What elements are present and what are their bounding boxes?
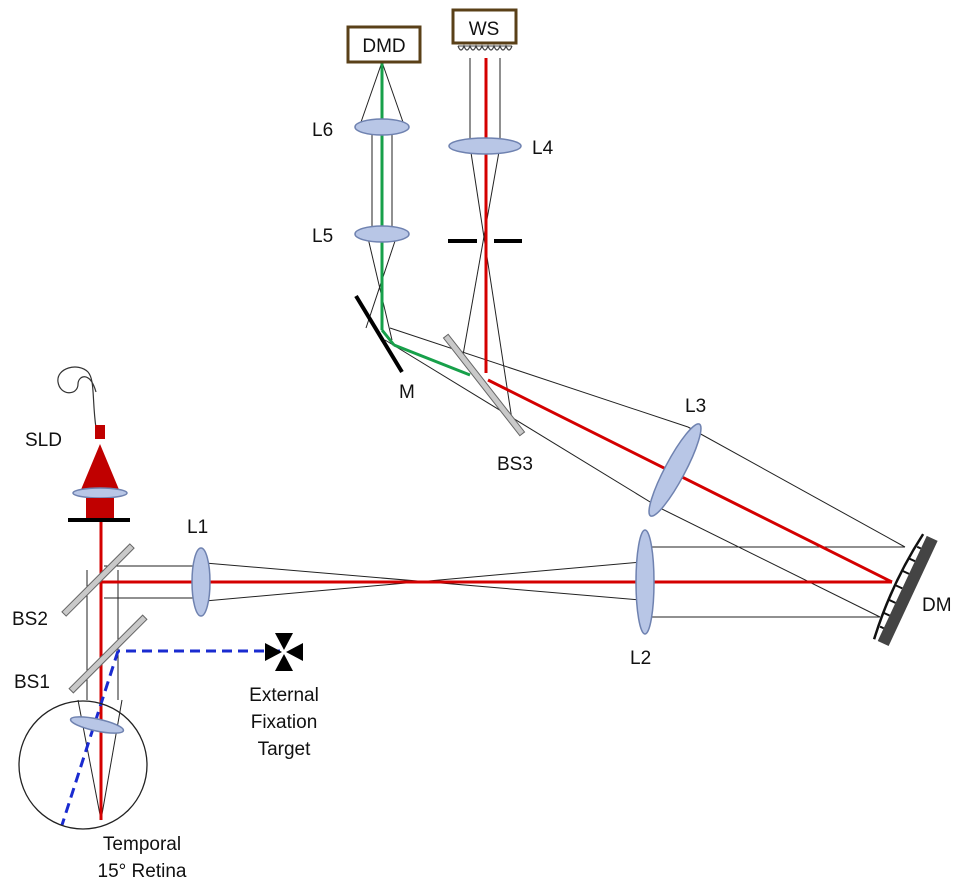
dm-actuator — [887, 598, 896, 604]
sld-fiber-tip — [95, 425, 105, 439]
deformable-mirror — [872, 533, 938, 647]
sld-source — [57, 366, 130, 522]
target-label-line3: Target — [258, 739, 312, 760]
lens-l2 — [635, 529, 655, 635]
l6-dmd-left — [359, 61, 383, 126]
lens-l3 — [648, 423, 702, 517]
dm-actuator — [901, 569, 910, 575]
eye — [18, 700, 148, 830]
ws-box — [451, 8, 518, 45]
ws-lenslet-array — [457, 44, 513, 51]
label-bs2: BS2 — [12, 609, 48, 630]
mirror-m — [354, 294, 404, 374]
sld-collimator-lens — [72, 487, 128, 499]
m-l5-b — [367, 237, 393, 341]
bs2-splitter — [61, 543, 135, 617]
cross-arm-right — [286, 643, 303, 661]
l6-dmd-right — [381, 61, 405, 126]
dm-l3-bottom — [659, 507, 881, 618]
ws-lenslets — [457, 44, 513, 51]
sld-beam — [99, 58, 893, 820]
lens-l6 — [354, 118, 410, 136]
label-mirror: M — [399, 382, 415, 403]
dm-actuator — [894, 584, 903, 590]
label-bs3: BS3 — [497, 454, 533, 475]
lens-l5 — [354, 225, 410, 243]
green-beam-to-bs3 — [393, 343, 471, 377]
bs1-splitter — [68, 614, 148, 694]
dmd-box — [346, 25, 422, 64]
eye-focus-right — [100, 699, 123, 821]
dm-actuator — [879, 625, 885, 630]
sld-cone — [80, 444, 120, 492]
bs3-l4-b — [469, 145, 513, 421]
l3-m-top — [389, 327, 689, 428]
cross-arm-bottom — [275, 654, 293, 671]
fixation-target-icon — [265, 633, 303, 671]
dm-actuator — [882, 611, 890, 617]
label-l1: L1 — [187, 517, 208, 538]
label-l2: L2 — [630, 648, 651, 669]
target-label-line2: Fixation — [251, 712, 318, 733]
cross-arm-top — [275, 633, 293, 650]
dmd-label: DMD — [362, 36, 405, 57]
label-l4: L4 — [532, 138, 554, 159]
lens-l4 — [448, 137, 522, 155]
bs3-splitter — [442, 333, 526, 437]
dm-l3-top — [687, 426, 906, 548]
label-l5: L5 — [312, 226, 333, 247]
dm-actuator — [916, 545, 922, 550]
dm-body — [877, 535, 938, 647]
cross-arm-left — [265, 643, 282, 661]
dm-actuator — [908, 557, 916, 563]
label-dm: DM — [922, 595, 952, 616]
retina-label-line1: Temporal — [103, 834, 181, 855]
lens-l1 — [191, 547, 211, 617]
red-beam-dm-bs3 — [487, 378, 893, 584]
green-beam-bend — [380, 329, 396, 346]
target-label-line1: External — [249, 685, 319, 706]
fixation-into-eye — [60, 650, 120, 826]
eye-lens — [69, 716, 125, 734]
ws-label: WS — [469, 19, 500, 40]
fixation-path — [60, 649, 280, 826]
fiber-coil — [57, 366, 97, 429]
label-bs1: BS1 — [14, 672, 50, 693]
ray-envelope-lines — [77, 58, 906, 821]
bs3-l4-a — [462, 145, 501, 356]
label-l6: L6 — [312, 120, 333, 141]
label-l3: L3 — [685, 396, 706, 417]
eyeball — [18, 700, 148, 830]
sld-beam-block — [86, 498, 114, 520]
l3-m-bottom — [384, 339, 661, 509]
dmd-beam — [380, 62, 471, 377]
label-sld: SLD — [25, 430, 62, 451]
retina-label-line2: 15° Retina — [98, 861, 187, 882]
